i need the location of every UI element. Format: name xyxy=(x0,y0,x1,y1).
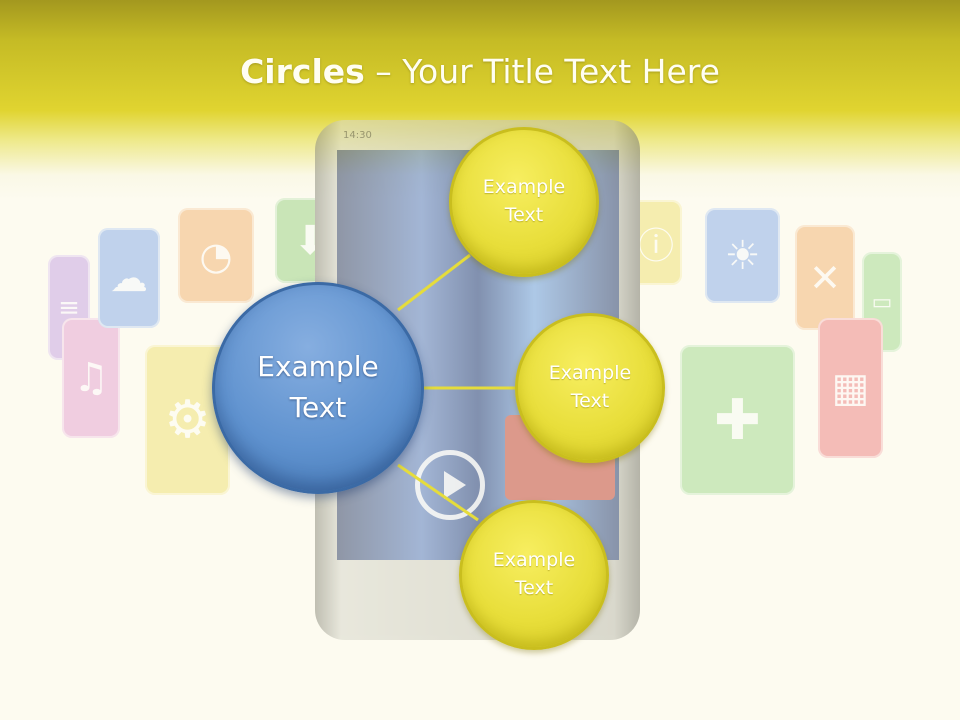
title-rest: – Your Title Text Here xyxy=(364,52,720,91)
play-icon xyxy=(415,450,485,520)
connector-line-3 xyxy=(397,463,479,522)
rss-icon: ◔ xyxy=(178,208,254,303)
center-circle-line-2: Text xyxy=(289,391,347,424)
phone-status-text: 14:30 xyxy=(343,130,372,141)
title-bold: Circles xyxy=(240,52,365,91)
connector-line-1 xyxy=(397,253,471,312)
satellite-2-line-1: Example xyxy=(548,362,632,385)
satellite-3-line-1: Example xyxy=(492,549,576,572)
satellite-1-line-2: Text xyxy=(504,204,544,226)
music-note-icon: ♫ xyxy=(62,318,120,438)
satellite-1-line-1: Example xyxy=(482,176,566,199)
cloud-icon: ☁ xyxy=(98,228,160,328)
slide-title: Circles – Your Title Text Here xyxy=(0,52,960,91)
gamepad-icon: ✚ xyxy=(680,345,795,495)
satellite-2-line-2: Text xyxy=(570,390,610,412)
weather-icon: ☀ xyxy=(705,208,780,303)
center-circle-line-1: Example xyxy=(257,350,379,384)
tools-icon: ✕ xyxy=(795,225,855,330)
satellite-3-line-2: Text xyxy=(514,577,554,599)
calendar-icon: ▦ xyxy=(818,318,883,458)
